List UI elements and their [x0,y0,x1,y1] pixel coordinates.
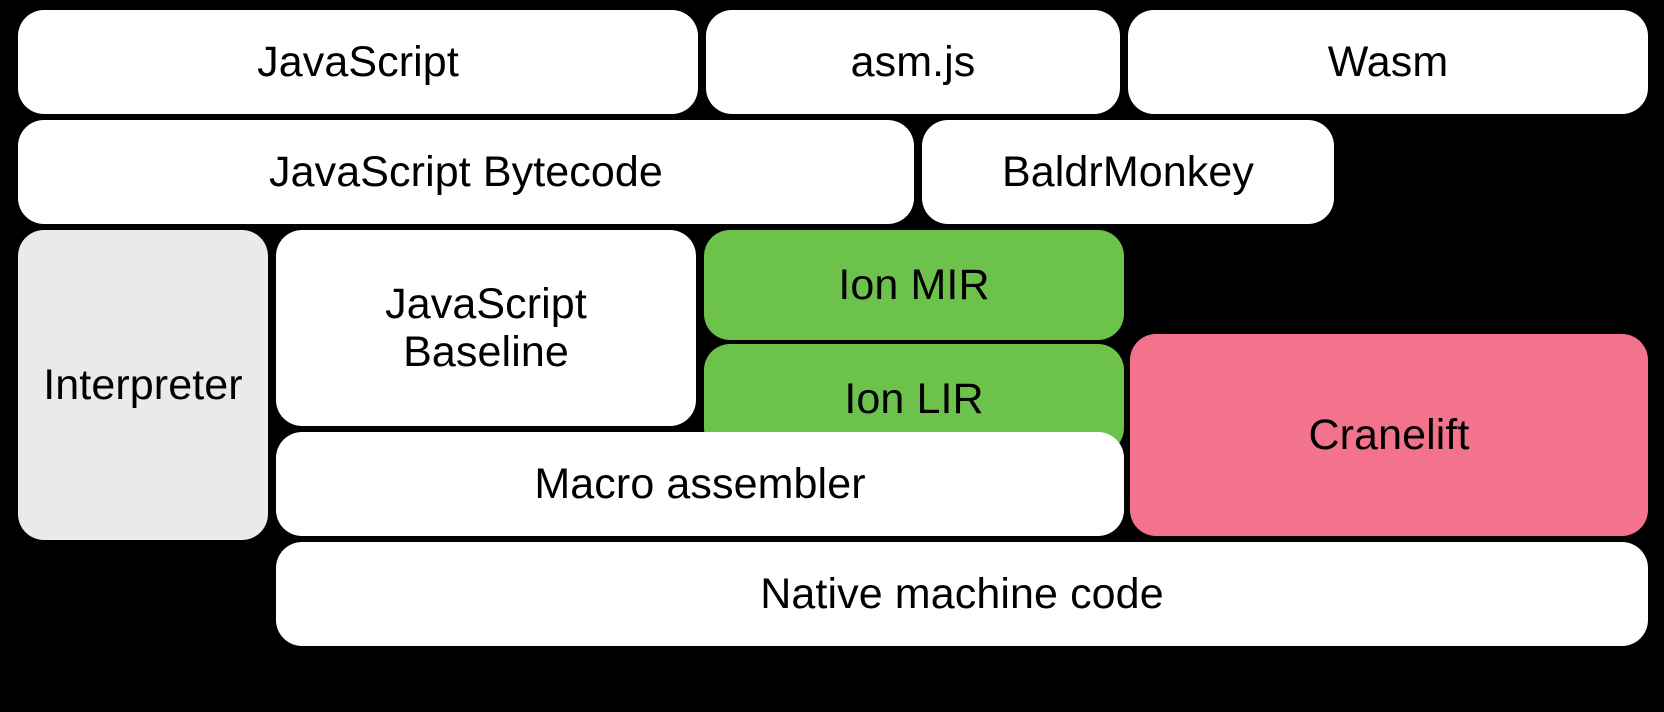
node-macro-assembler[interactable]: Macro assembler [276,432,1124,536]
node-javascript-baseline[interactable]: JavaScript Baseline [276,230,696,426]
node-cranelift[interactable]: Cranelift [1130,334,1648,536]
node-baldrmonkey[interactable]: BaldrMonkey [922,120,1334,224]
node-javascript-bytecode[interactable]: JavaScript Bytecode [18,120,914,224]
node-interpreter[interactable]: Interpreter [18,230,268,540]
node-native-machine-code[interactable]: Native machine code [276,542,1648,646]
node-ion-mir[interactable]: Ion MIR [704,230,1124,340]
node-wasm[interactable]: Wasm [1128,10,1648,114]
node-asm-js[interactable]: asm.js [706,10,1120,114]
node-javascript[interactable]: JavaScript [18,10,698,114]
